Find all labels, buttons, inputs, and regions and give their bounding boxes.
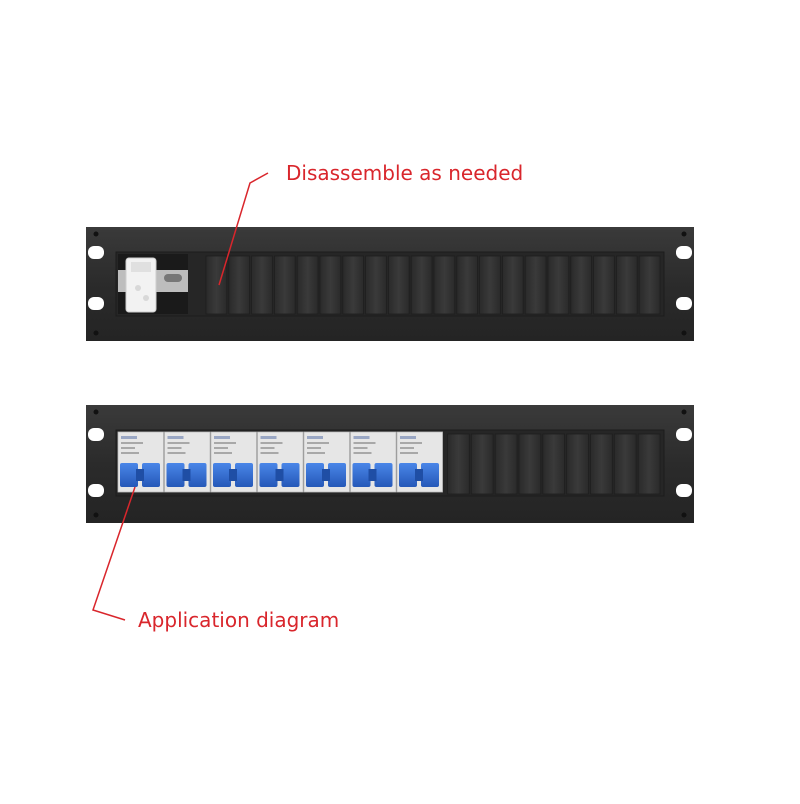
blank-slot: [638, 255, 661, 315]
blank-slot: [410, 255, 433, 315]
blank-slot: [273, 255, 296, 315]
callout-label-disassemble: Disassemble as needed: [286, 161, 524, 185]
circuit-breaker: [210, 431, 257, 493]
screw: [93, 512, 99, 518]
blank-slot: [616, 255, 638, 315]
empty-slot-row: [447, 433, 661, 495]
blank-slot: [518, 433, 542, 495]
circuit-breaker: [164, 431, 211, 493]
blank-slot: [637, 433, 661, 495]
callout-leader-bottom: [92, 486, 136, 621]
blank-slot: [251, 255, 273, 315]
blank-slot: [387, 255, 410, 315]
screw: [681, 512, 687, 518]
blank-slot: [501, 255, 524, 315]
mount-hole: [676, 428, 692, 441]
callout-label-application: Application diagram: [138, 608, 340, 632]
blank-slot: [566, 433, 589, 495]
blank-slot: [470, 433, 494, 495]
mount-hole: [88, 297, 104, 310]
mount-hole: [88, 428, 104, 441]
blank-slot: [228, 255, 251, 315]
screw: [681, 330, 687, 336]
blank-slot: [342, 255, 364, 315]
screw: [681, 231, 687, 237]
blank-slot: [524, 255, 547, 315]
blank-slot: [319, 255, 342, 315]
din-rail-clip: [118, 254, 188, 314]
blank-slot: [433, 255, 456, 315]
screw: [681, 409, 687, 415]
circuit-breaker: [303, 431, 350, 493]
blank-slot: [570, 255, 592, 315]
mount-hole: [676, 484, 692, 497]
callout-leader-top: [218, 172, 269, 286]
circuit-breaker: [350, 431, 397, 493]
bottom-rack-panel: [86, 405, 694, 523]
mount-hole: [676, 297, 692, 310]
blank-slot: [494, 433, 518, 495]
screw: [93, 330, 99, 336]
blank-slot: [365, 255, 387, 315]
blank-slot: [590, 433, 613, 495]
blank-slot: [479, 255, 501, 315]
circuit-breaker: [257, 431, 304, 493]
blank-slot: [613, 433, 637, 495]
breaker-row: [117, 431, 443, 493]
circuit-breaker: [396, 431, 443, 493]
blank-slot: [296, 255, 319, 315]
blank-slot: [205, 255, 228, 315]
mount-hole: [88, 484, 104, 497]
mount-hole: [676, 246, 692, 259]
blank-slot: [456, 255, 478, 315]
blank-slot: [447, 433, 470, 495]
screw: [93, 409, 99, 415]
mount-hole: [88, 246, 104, 259]
blank-slot: [542, 433, 565, 495]
top-rack-panel: [86, 227, 694, 341]
blank-slot: [593, 255, 615, 315]
screw: [93, 231, 99, 237]
empty-slot-row: [205, 255, 661, 315]
blank-slot: [547, 255, 570, 315]
circuit-breaker: [117, 431, 164, 493]
